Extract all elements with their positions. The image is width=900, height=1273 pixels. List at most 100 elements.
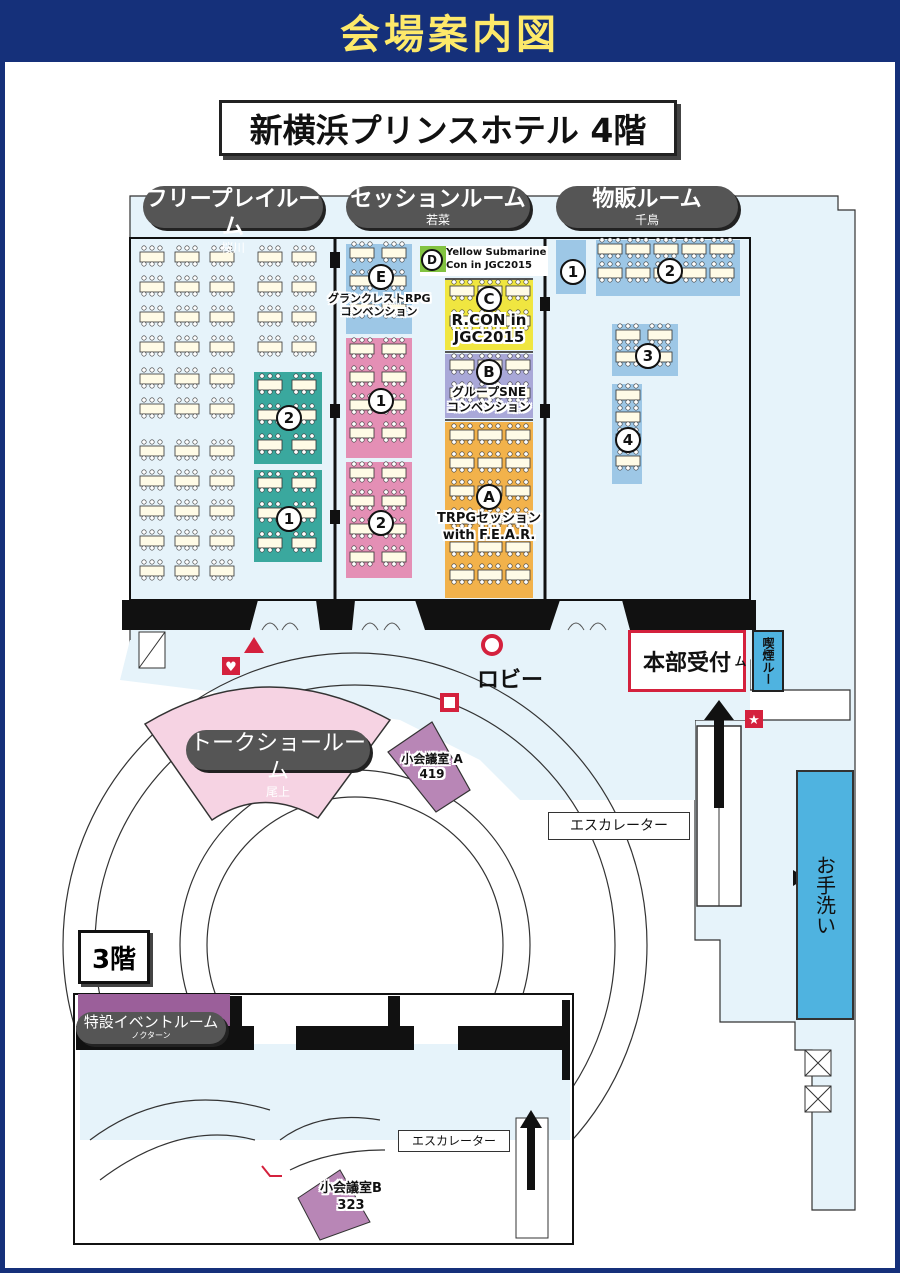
chair: [227, 261, 233, 267]
chair: [399, 241, 405, 247]
chair: [627, 277, 633, 283]
chair: [391, 365, 397, 371]
chair: [399, 437, 405, 443]
chair: [719, 237, 725, 243]
chair: [176, 367, 182, 373]
room-event[interactable]: 特設イベントルーム ノクターン: [76, 1012, 226, 1044]
chair: [192, 383, 198, 389]
chair: [267, 305, 273, 311]
chair: [515, 353, 521, 359]
chair: [192, 545, 198, 551]
table-unit: [449, 569, 475, 581]
chair: [711, 261, 717, 267]
chair: [515, 551, 521, 557]
chair: [495, 479, 501, 485]
reception-desk[interactable]: 本部受付: [628, 630, 746, 692]
escalator-3f-label[interactable]: エスカレーター: [398, 1130, 510, 1152]
room-name: セッションルーム: [350, 187, 526, 212]
chair: [523, 295, 529, 301]
chair: [479, 579, 485, 585]
chair: [211, 529, 217, 535]
chair: [599, 277, 605, 283]
area-e-label[interactable]: グランクレストRPG コンベンション: [328, 292, 431, 318]
chair: [635, 253, 641, 259]
chair: [259, 471, 265, 477]
area-a-label[interactable]: TRPGセッション with F.E.A.R.: [436, 511, 542, 543]
chair: [459, 353, 465, 359]
chair: [157, 335, 163, 341]
table-unit: [653, 243, 679, 255]
chair: [515, 535, 521, 541]
chair: [293, 335, 299, 341]
chair: [275, 403, 281, 409]
chair: [367, 297, 373, 303]
chair: [192, 529, 198, 535]
room-shop[interactable]: 物販ルーム 千鳥: [556, 186, 738, 228]
chair: [219, 515, 225, 521]
room-session[interactable]: セッションルーム 若菜: [346, 186, 530, 228]
chair: [149, 245, 155, 251]
chair: [301, 433, 307, 439]
chair: [267, 291, 273, 297]
table-unit: [477, 569, 503, 581]
chair: [211, 291, 217, 297]
meeting-room-a-name: 小会議室 A: [401, 752, 463, 766]
escalator-4f-label[interactable]: エスカレーター: [548, 812, 690, 840]
chair: [507, 369, 513, 375]
area-c-label[interactable]: R.CON in JGC2015: [451, 311, 527, 346]
chair: [487, 451, 493, 457]
chair: [176, 529, 182, 535]
table-unit: [209, 311, 235, 323]
chair: [383, 257, 389, 263]
chair: [665, 323, 671, 329]
chair: [683, 261, 689, 267]
chair: [176, 261, 182, 267]
chair: [617, 399, 623, 405]
chair: [211, 413, 217, 419]
meeting-room-a[interactable]: 小会議室 A 419: [392, 752, 472, 782]
chair: [141, 529, 147, 535]
room-talk[interactable]: トークショールーム 尾上: [186, 730, 370, 798]
room-name: フリープレイルーム: [145, 187, 321, 240]
chair: [219, 275, 225, 281]
table-unit: [449, 457, 475, 469]
chair: [149, 575, 155, 581]
chair: [192, 291, 198, 297]
chair: [141, 545, 147, 551]
chair: [184, 545, 190, 551]
chair: [149, 321, 155, 327]
table-unit: [174, 565, 200, 577]
area-d-label[interactable]: Yellow Submarine Con in JGC2015: [446, 247, 547, 271]
chair: [192, 351, 198, 357]
chair: [515, 309, 521, 315]
chair: [699, 253, 705, 259]
chair: [293, 501, 299, 507]
chair: [665, 339, 671, 345]
restroom[interactable]: お手洗い: [796, 770, 854, 1020]
chair: [259, 517, 265, 523]
chair: [523, 381, 529, 387]
area-b-label[interactable]: グループSNE コンベンション: [446, 385, 531, 414]
smoking-room[interactable]: 喫煙ルーム: [733, 630, 784, 692]
table-unit: [139, 445, 165, 457]
meeting-room-b[interactable]: 小会議室B 323: [306, 1180, 396, 1214]
chair: [635, 237, 641, 243]
chair: [627, 237, 633, 243]
floor4-title: 新横浜プリンスホテル 4階: [219, 100, 677, 156]
chair: [259, 547, 265, 553]
chair: [383, 241, 389, 247]
chair: [157, 291, 163, 297]
chair: [451, 507, 457, 513]
chair: [467, 325, 473, 331]
chair: [399, 365, 405, 371]
room-name: 特設イベントルーム: [83, 1013, 219, 1031]
zone-2-shop: 2: [657, 258, 683, 284]
room-free-play[interactable]: フリープレイルーム 桜川: [143, 186, 323, 254]
chair: [227, 305, 233, 311]
chair: [192, 515, 198, 521]
chair: [351, 545, 357, 551]
chair: [523, 535, 529, 541]
chair: [367, 421, 373, 427]
chair: [309, 351, 315, 357]
chair: [487, 551, 493, 557]
